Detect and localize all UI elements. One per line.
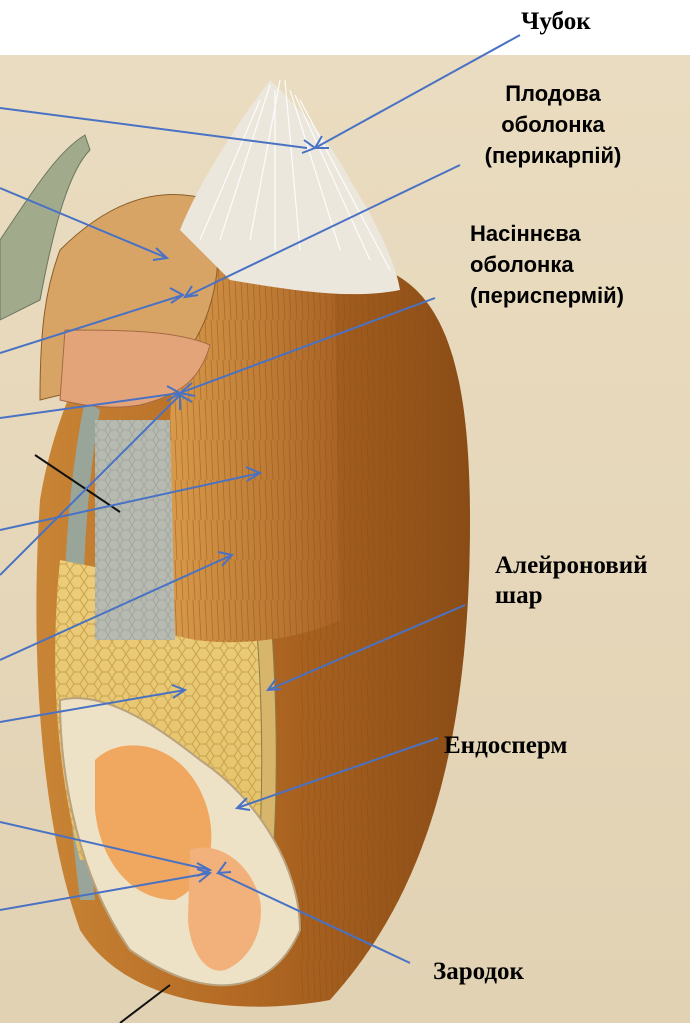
label-nasinnieva-line1: Насіннєва [470,218,624,249]
label-aleironovyi-line1: Алейроновий [495,551,648,581]
label-plodova-line2: оболонка [473,109,633,140]
label-plodova-line1: Плодова [473,78,633,109]
label-plodova-obolonka: Плодова оболонка (перикарпій) [473,78,633,171]
label-chubok-text: Чубок [521,6,591,37]
label-chubok: Чубок [521,6,591,37]
label-aleironovyi-shar: Алейроновий шар [495,551,648,611]
grey-cell-pattern [95,420,175,640]
label-endosperm-text: Ендосперм [444,730,567,761]
label-aleironovyi-line2: шар [495,581,648,611]
label-endosperm: Ендосперм [444,730,567,761]
label-nasinnieva-obolonka: Насіннєва оболонка (периспермій) [470,218,624,311]
label-nasinnieva-line2: оболонка [470,249,624,280]
label-zarodok: Зародок [433,956,524,987]
label-zarodok-text: Зародок [433,956,524,987]
label-plodova-line3: (перикарпій) [473,140,633,171]
label-nasinnieva-line3: (периспермій) [470,280,624,311]
